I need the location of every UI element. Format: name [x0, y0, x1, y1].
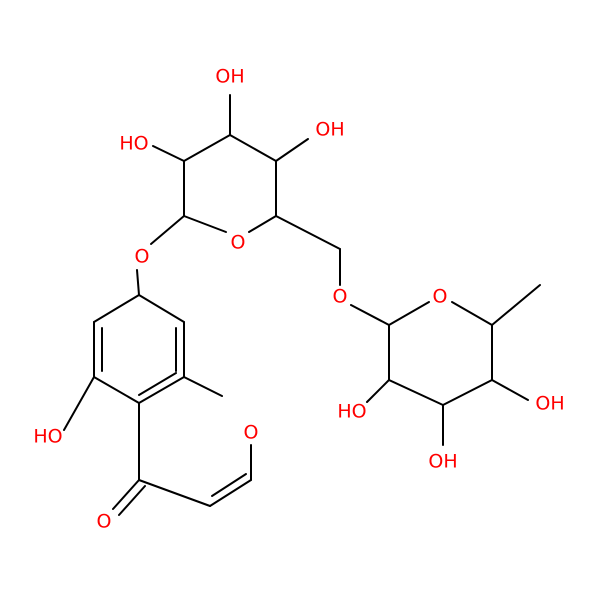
- atom-label-ho: HO: [33, 426, 62, 448]
- bond: [183, 376, 223, 397]
- bond: [275, 215, 341, 250]
- atom-label-o: O: [244, 422, 259, 444]
- bond: [138, 294, 185, 323]
- bond: [211, 473, 247, 497]
- bond: [112, 479, 140, 510]
- bond: [209, 479, 252, 507]
- bond: [93, 376, 140, 404]
- atom-label-o: O: [135, 246, 150, 268]
- atom-label-oh: OH: [215, 66, 244, 88]
- bonds: [63, 94, 541, 516]
- bond: [183, 215, 227, 233]
- atom-label-oh: OH: [535, 393, 564, 415]
- bond: [150, 215, 185, 245]
- atom-label-ho: HO: [119, 133, 148, 155]
- atom-label-o: O: [97, 511, 112, 533]
- bond: [136, 269, 140, 296]
- bond: [138, 376, 185, 404]
- bond: [183, 134, 231, 162]
- bond: [138, 479, 211, 507]
- atom-label-o: O: [433, 286, 448, 308]
- atom-label-oh: OH: [315, 119, 344, 141]
- bond: [491, 284, 541, 326]
- bond: [275, 138, 309, 162]
- bond: [229, 134, 277, 162]
- bond: [118, 485, 146, 516]
- atom-label-o: O: [333, 286, 348, 308]
- bond: [248, 215, 277, 233]
- bond: [388, 379, 444, 406]
- atom-label-o: O: [231, 232, 246, 254]
- atom-labels: OH HO OH O O O O HO OH OH HO O O: [33, 66, 564, 533]
- bond: [93, 294, 140, 323]
- bond: [366, 379, 390, 403]
- bond: [152, 145, 185, 162]
- bond: [138, 372, 177, 396]
- atom-label-ho: HO: [337, 401, 366, 423]
- bond: [388, 301, 430, 326]
- atom-label-oh: OH: [428, 451, 457, 473]
- bond: [442, 379, 493, 406]
- bond: [63, 376, 95, 431]
- bond: [451, 301, 493, 326]
- bond: [491, 379, 529, 401]
- bond: [350, 304, 390, 326]
